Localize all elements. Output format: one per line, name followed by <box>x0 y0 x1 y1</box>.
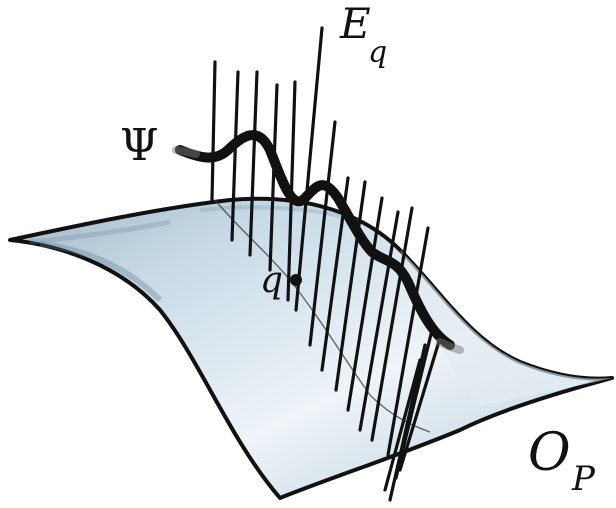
label-fiber: E q <box>339 0 387 70</box>
svg-text:O: O <box>528 423 571 483</box>
label-base: O P <box>528 423 596 499</box>
fiber-line <box>268 83 279 272</box>
fiber-line <box>388 343 427 502</box>
label-point: q <box>260 260 283 301</box>
base-surface <box>8 196 614 500</box>
label-section: Ψ <box>120 120 159 171</box>
fiber-line <box>383 358 422 492</box>
section-curve <box>172 130 464 354</box>
svg-text:E: E <box>339 0 371 48</box>
fiber-line <box>386 226 430 457</box>
fiber-line <box>230 70 240 242</box>
fiber-line <box>346 196 384 412</box>
fiber-line <box>370 206 414 442</box>
fiber-line <box>398 336 442 472</box>
svg-text:q: q <box>368 35 387 70</box>
fiber-line <box>358 210 400 432</box>
svg-text:P: P <box>571 459 596 499</box>
fiber-line <box>334 180 367 392</box>
fiber-line <box>294 26 324 312</box>
fiber-line <box>308 120 337 347</box>
fiber-line <box>248 70 259 257</box>
fiber-line <box>210 60 217 202</box>
point-q <box>290 274 302 286</box>
